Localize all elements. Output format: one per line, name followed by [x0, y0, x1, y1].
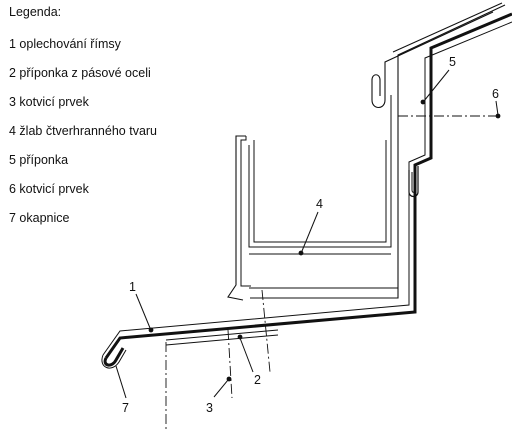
legend-item-7: 7 okapnice	[9, 211, 70, 225]
hanger-hook-inner	[411, 170, 416, 193]
steel-strap	[165, 329, 279, 346]
leader-5-dot	[420, 99, 426, 105]
drip-edge-inner	[101, 349, 127, 369]
legend-item-2: 2 příponka z pásové oceli	[9, 66, 151, 80]
leader-7	[115, 365, 127, 399]
callout-6: 6	[492, 87, 499, 101]
callout-2: 2	[254, 373, 261, 387]
drip-edge-fold	[103, 347, 125, 367]
leader-2-dot	[237, 334, 243, 340]
legend-item-4: 4 žlab čtverhranného tvaru	[9, 124, 158, 138]
cornice-flashing-inner-line	[102, 21, 512, 356]
centerline-mid-1	[227, 329, 233, 399]
callout-1: 1	[129, 280, 136, 294]
leader-6	[495, 100, 499, 116]
box-gutter-front-wall	[240, 136, 251, 287]
legend-item-1: 1 oplechování římsy	[9, 37, 121, 51]
callout-7: 7	[122, 401, 129, 415]
roof-sheet-outer-line	[250, 4, 506, 299]
leader-1	[135, 293, 151, 329]
leader-4-dot	[298, 250, 304, 256]
leader-5	[423, 69, 450, 102]
roof-sheet-inner-line	[371, 11, 494, 109]
centerline-mid-2	[261, 289, 271, 373]
leader-3-dot	[226, 376, 232, 382]
legend-item-5: 5 příponka	[9, 153, 69, 167]
leader-6-dot	[495, 113, 501, 119]
box-gutter-inner-wall	[253, 140, 387, 243]
leader-2	[239, 337, 254, 373]
leader-4	[301, 211, 319, 252]
leader-1-dot	[148, 327, 154, 333]
leader-3	[213, 379, 229, 398]
callout-4: 4	[316, 197, 323, 211]
legend-item-6: 6 kotvicí prvek	[9, 182, 89, 196]
callout-5: 5	[449, 55, 456, 69]
legend-title: Legenda:	[9, 5, 62, 19]
hanger-hook	[408, 166, 419, 198]
cornice-flashing-sheet	[104, 12, 512, 359]
box-gutter-outer-wall	[248, 95, 392, 248]
roof-sheet-inner-return	[392, 2, 503, 53]
legend-item-3: 3 kotvicí prvek	[9, 95, 89, 109]
callout-3: 3	[206, 401, 213, 415]
box-gutter-front-lip	[227, 135, 246, 301]
